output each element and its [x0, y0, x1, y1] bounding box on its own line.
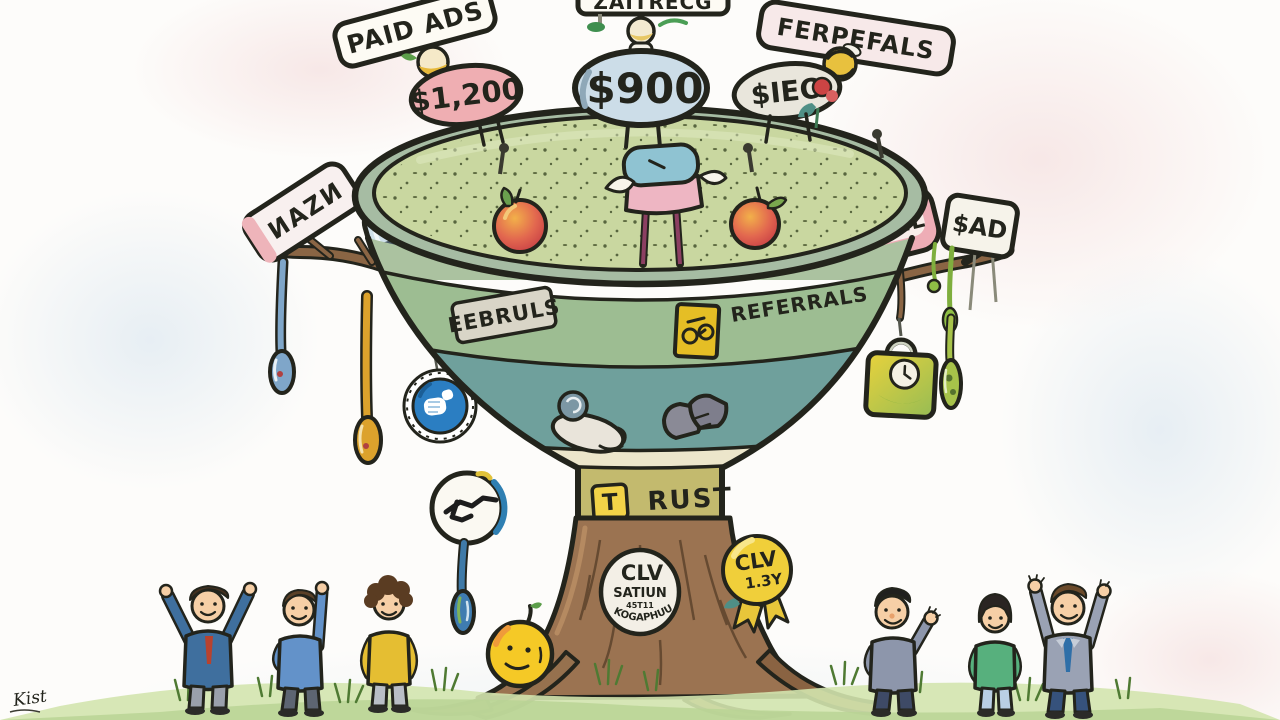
handshake-icon [443, 495, 499, 523]
medallion-line3: 45T11 [626, 601, 654, 610]
handshake-lollipop [429, 470, 508, 635]
referral-square-icon [672, 302, 722, 360]
clv-rosette: CLV 1.3Y [721, 534, 793, 634]
svg-text:ZAITRECG: ZAITRECG [593, 0, 712, 14]
rosette-line1: CLV [733, 546, 779, 576]
rosette-line2: 1.3Y [744, 570, 785, 593]
apple-left [492, 186, 548, 254]
person-left-2 [272, 580, 330, 717]
person-right-2 [968, 593, 1022, 717]
band-label-left: EEBRULS [446, 285, 562, 345]
artist-signature: Kist [9, 686, 48, 713]
apple-right [729, 186, 788, 250]
svg-text:Kist: Kist [11, 686, 48, 711]
padlock-charm [863, 317, 939, 420]
stool-figure [604, 142, 728, 268]
trust-box-letter: T [601, 489, 619, 516]
people-right [863, 574, 1112, 719]
padlock-icon [863, 350, 939, 420]
right-white-tag: $AD [926, 192, 1020, 334]
amber-drip [353, 290, 383, 465]
coin-hand-icon [550, 390, 627, 454]
person-left-3 [360, 575, 418, 713]
medallion-line1: CLV [621, 561, 664, 585]
center-sign: ZAITRECG $900 [572, 0, 731, 149]
thumbs-up-icon [423, 389, 454, 416]
thumbs-up-badge [402, 295, 478, 444]
green-spoon-drip [939, 313, 963, 410]
person-right-3 [1027, 574, 1112, 719]
person-right-1 [863, 587, 941, 717]
flower-icon [798, 76, 838, 129]
rim-pins [498, 129, 884, 175]
person-left-1 [158, 581, 258, 715]
handshake-band-icon [662, 393, 729, 440]
blue-drip [268, 256, 296, 395]
top-decor: PAID ADS $1,200 ZAITRECG $900 FERPE [332, 0, 956, 268]
clv-medallion: CLV SATIUN 45T11 KOGAPHUU [598, 547, 682, 637]
paid-ads-sign: PAID ADS $1,200 [332, 0, 524, 147]
trust-band-label: T RUST [590, 482, 734, 522]
medallion-line2: SATIUN [613, 586, 667, 601]
smiley-fruit [485, 602, 555, 689]
center-price: $900 [587, 64, 704, 113]
people-left [158, 575, 418, 717]
trust-word: RUST [647, 483, 734, 517]
referrals-sign: FERPEFALS $IEO [731, 0, 956, 144]
